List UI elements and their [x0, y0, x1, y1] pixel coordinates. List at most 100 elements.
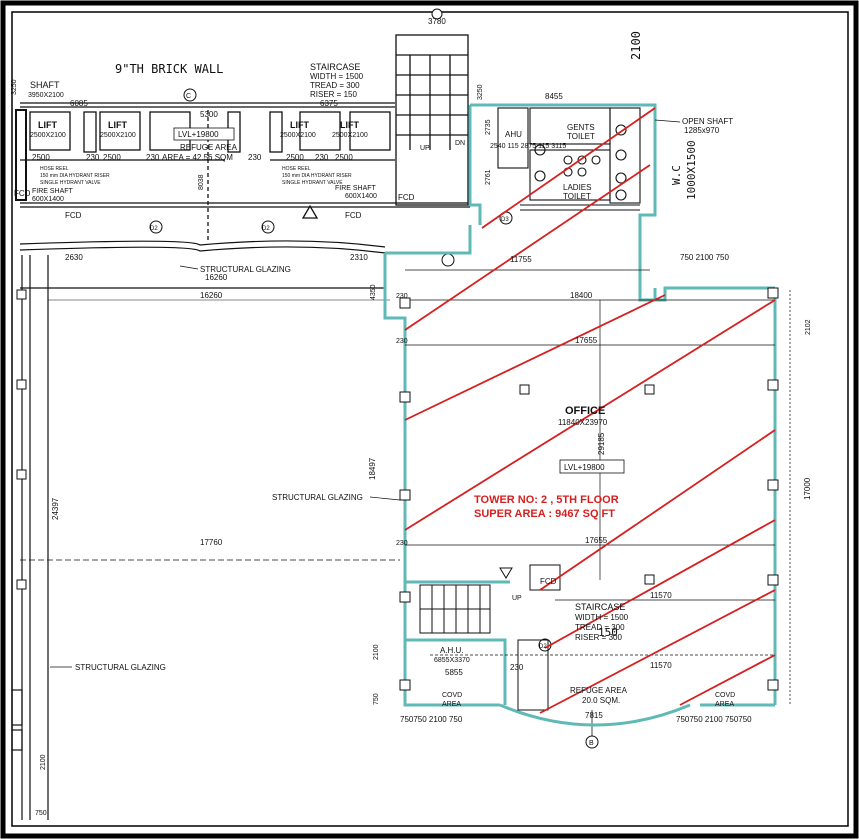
dim-11755: 11755: [510, 255, 532, 264]
dim-17655-b: 17655: [585, 536, 608, 545]
grid-bubble-top: [431, 8, 443, 20]
fire-shaft-right-size: 600X1400: [345, 193, 377, 200]
dim-8038: 8038: [198, 174, 205, 190]
glazing-leader-2: [369, 496, 401, 501]
hose-3-right: SINGLE HYDRANT VALVE: [282, 180, 343, 186]
toilet-block: [468, 103, 775, 302]
lift-2-size: 2500X2100: [100, 132, 136, 139]
width-top: WIDTH = 1500: [310, 72, 364, 81]
structural-glazing-3: STRUCTURAL GLAZING: [75, 663, 166, 672]
lift-core-right: [269, 34, 469, 219]
red-hatch: [404, 107, 776, 714]
lower-staircase: [419, 564, 561, 711]
dim-6375: 6375: [320, 99, 338, 108]
lvl-top: LVL+19800: [178, 130, 219, 139]
dim-18497: 18497: [368, 457, 377, 480]
annotation-area: SUPER AREA : 9467 SQ FT: [474, 508, 615, 520]
staircase-top: STAIRCASE: [310, 62, 360, 72]
note-brick-wall: 9"TH BRICK WALL: [115, 62, 223, 76]
gents: GENTS: [567, 123, 595, 132]
fcd-bottom: FCD: [540, 577, 557, 586]
dn-top: DN: [455, 140, 465, 147]
door-tags: [149, 211, 552, 652]
ladies-toilet: TOILET: [563, 192, 591, 201]
dims-bottom-right: 750750 2100 750750: [676, 715, 752, 724]
dim-7815: 7815: [585, 711, 603, 720]
lift-1-size: 2500X2100: [30, 132, 66, 139]
dim-2102: 2102: [805, 319, 812, 335]
open-shaft-size: 1285x970: [684, 126, 720, 135]
fcd-b: FCD: [65, 211, 82, 220]
office-dim-lines: [405, 269, 791, 705]
office-label: OFFICE: [565, 405, 605, 417]
dims-top-right: 750 2100 750: [680, 253, 729, 262]
dims-row-toilet: 2540 115 2875 115 3115: [490, 143, 566, 150]
dim-17760: 17760: [200, 538, 223, 547]
cvd-left-2: AREA: [442, 701, 461, 708]
fcd-a: FCD: [14, 189, 31, 198]
lift-3: LIFT: [290, 120, 309, 130]
dim-5300: 5300: [200, 110, 218, 119]
dim-2500-a: 2500: [32, 153, 50, 162]
lvl-office: LVL+19800: [564, 463, 605, 472]
fire-shaft-right: FIRE SHAFT: [335, 185, 377, 192]
refuge-top: REFUGE AREA: [180, 143, 238, 152]
dim-11570-a: 11570: [650, 591, 672, 600]
dim-2100-left: 2100: [40, 754, 47, 770]
cvd-right-2: AREA: [715, 701, 734, 708]
riser-bottom: RISER = 300: [575, 633, 622, 642]
dim-230-a: 230: [86, 153, 100, 162]
dim-2100-bottom: 2100: [373, 644, 380, 660]
dim-230-c: 230: [248, 153, 262, 162]
width-bottom: WIDTH = 1500: [575, 613, 629, 622]
structural-glazing-2: STRUCTURAL GLAZING: [272, 493, 363, 502]
dim-17655-a: 17655: [575, 336, 598, 345]
dim-3250-left: 3250: [11, 79, 18, 95]
lift-core-left: [15, 102, 470, 240]
riser-top: RISER = 150: [310, 90, 357, 99]
dim-4350: 4350: [370, 284, 377, 300]
refuge-bottom: REFUGE AREA: [570, 686, 628, 695]
dim-230-b: 230: [146, 153, 160, 162]
dim-2735: 2735: [485, 119, 492, 135]
grid-b-label: B: [589, 740, 594, 747]
dim-18400: 18400: [570, 291, 593, 300]
lvl-office-box: [559, 459, 625, 474]
dim-2630: 2630: [65, 253, 83, 262]
hose-1-left: HOSE REEL: [40, 166, 69, 172]
dim-750-bottom: 750: [373, 693, 380, 705]
tread-bottom: TREAD = 300: [575, 623, 625, 632]
note-2100: 2100: [629, 31, 643, 60]
dim-5855: 5855: [445, 668, 463, 677]
office-size: 11840X23970: [558, 418, 608, 427]
tread-top: TREAD = 300: [310, 81, 360, 90]
hose-3-left: SINGLE HYDRANT VALVE: [40, 180, 101, 186]
dim-230-d: 230: [315, 153, 329, 162]
shaft-label: SHAFT: [30, 80, 60, 90]
dim-6085: 6085: [70, 99, 88, 108]
fire-shaft-left-size: 600X1400: [32, 196, 64, 203]
columns: [16, 287, 779, 691]
dim-8455: 8455: [545, 92, 563, 101]
open-shaft: OPEN SHAFT: [682, 117, 733, 126]
note-wc: W.C: [670, 165, 683, 185]
fcd-d: FCD: [345, 211, 362, 220]
dim-2310: 2310: [350, 253, 368, 262]
dim-750-left: 750: [35, 810, 47, 817]
dim-230-office-b: 230: [396, 338, 408, 345]
grid-bubble-c: [183, 88, 197, 102]
dim-29185: 29185: [597, 432, 606, 455]
note-150: 150: [598, 626, 618, 639]
shaft-size: 3950X2100: [28, 92, 64, 99]
structural-glazing-1: STRUCTURAL GLAZING: [200, 265, 291, 274]
hose-1-right: HOSE REEL: [282, 166, 311, 172]
cvd-right: COVD: [715, 692, 735, 699]
ahu-bottom: A.H.U.: [440, 646, 464, 655]
ahu-bottom-size: 6855X3370: [434, 657, 470, 664]
fire-shaft-left: FIRE SHAFT: [32, 188, 74, 195]
dims-bottom-left: 750750 2100 750: [400, 715, 463, 724]
staircase-bottom: STAIRCASE: [575, 602, 625, 612]
ladies: LADIES: [563, 183, 591, 192]
